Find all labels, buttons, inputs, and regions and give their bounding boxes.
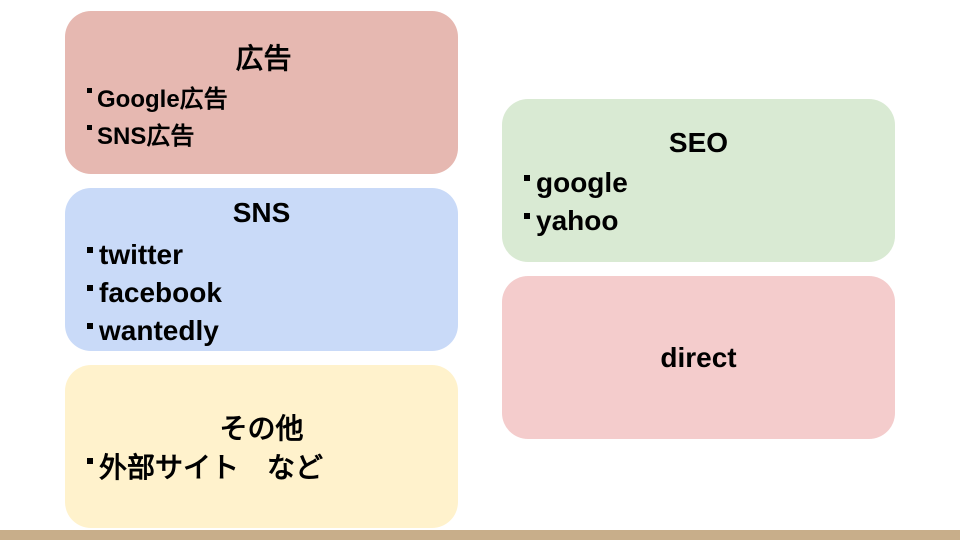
list-item: 外部サイト など xyxy=(87,448,458,484)
list-item: google xyxy=(524,164,895,202)
card-ads-title: 広告 xyxy=(235,43,292,74)
card-seo-list: google yahoo xyxy=(502,164,895,240)
list-item-label: Google広告 xyxy=(97,86,228,113)
card-ads: 広告 Google広告 SNS広告 xyxy=(65,11,458,174)
list-item: yahoo xyxy=(524,202,895,240)
card-other: その他 外部サイト など xyxy=(65,365,458,528)
list-item-label: google xyxy=(536,167,628,198)
card-seo-title: SEO xyxy=(668,127,729,158)
bullet-icon xyxy=(87,458,93,464)
list-item-label: SNS広告 xyxy=(97,123,195,150)
card-other-title: その他 xyxy=(219,413,304,444)
bullet-icon xyxy=(87,125,92,130)
card-sns-title: SNS xyxy=(232,197,291,228)
card-direct: direct xyxy=(502,276,895,439)
card-other-list: 外部サイト など xyxy=(65,448,458,484)
list-item: wantedly xyxy=(87,312,458,350)
bullet-icon xyxy=(524,213,530,219)
list-item-label: 外部サイト など xyxy=(99,452,324,483)
bullet-icon xyxy=(87,88,92,93)
bullet-icon xyxy=(87,323,93,329)
list-item-label: twitter xyxy=(99,239,183,270)
card-sns-list: twitter facebook wantedly xyxy=(65,236,458,350)
list-item-label: yahoo xyxy=(536,205,619,236)
bullet-icon xyxy=(524,175,530,181)
list-item: SNS広告 xyxy=(87,115,458,152)
bottom-bar xyxy=(0,530,960,540)
list-item-label: wantedly xyxy=(99,315,219,346)
bullet-icon xyxy=(87,285,93,291)
bullet-icon xyxy=(87,247,93,253)
list-item-label: facebook xyxy=(99,277,222,308)
list-item: facebook xyxy=(87,274,458,312)
card-ads-list: Google広告 SNS広告 xyxy=(65,78,458,152)
card-sns: SNS twitter facebook wantedly xyxy=(65,188,458,351)
list-item: twitter xyxy=(87,236,458,274)
card-direct-title: direct xyxy=(660,341,737,373)
card-seo: SEO google yahoo xyxy=(502,99,895,262)
list-item: Google広告 xyxy=(87,78,458,115)
